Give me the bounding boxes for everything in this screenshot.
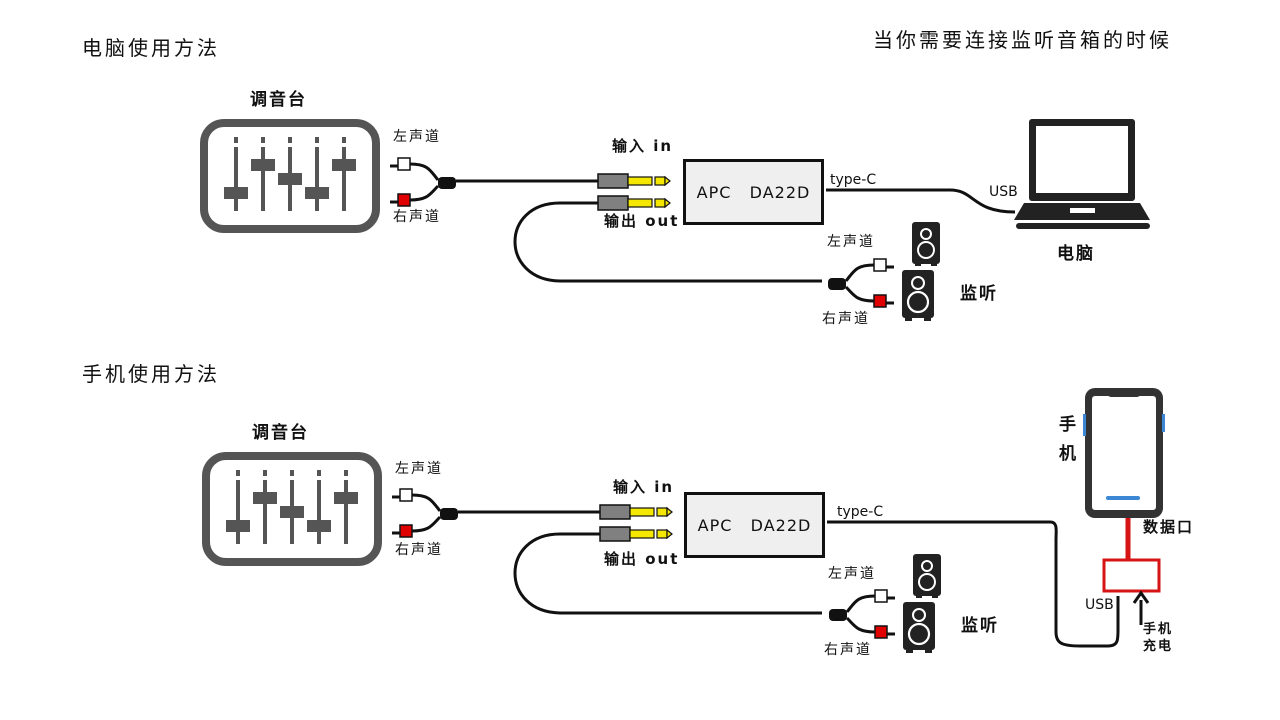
usb-label-2: USB [1085, 597, 1114, 613]
top-right-title: 当你需要连接监听音箱的时候 [873, 28, 1172, 52]
speaker-left-icon [911, 221, 941, 267]
cable-output [513, 201, 822, 283]
jack-out-icon-2 [599, 526, 673, 542]
jack-in-icon [597, 173, 671, 189]
mixer-icon-2 [206, 456, 378, 562]
cable-usb-2 [827, 520, 1120, 648]
phone-label-1: 手 [1059, 415, 1078, 435]
device-label: APC DA22D [696, 182, 811, 202]
computer-label: 电脑 [1057, 244, 1095, 264]
rca-splitter-monitor-2 [827, 588, 897, 640]
monitor-left-label: 左声道 [827, 234, 875, 250]
right-channel-label-2: 右声道 [395, 542, 443, 558]
monitor-label: 监听 [960, 284, 998, 304]
monitor-right-label-2: 右声道 [824, 642, 872, 658]
phone-icon [1083, 388, 1165, 518]
output-label-2: 输出 out [604, 550, 680, 568]
mixer-icon [204, 123, 376, 229]
usb-label: USB [989, 184, 1018, 200]
monitor-label-2: 监听 [961, 616, 999, 636]
monitor-right-label: 右声道 [822, 311, 870, 327]
charge-label-2: 充电 [1143, 639, 1174, 654]
rca-splitter-input-2 [390, 487, 460, 539]
data-port-label: 数据口 [1143, 518, 1195, 536]
left-channel-label: 左声道 [393, 129, 441, 145]
laptop-icon [1014, 119, 1150, 229]
charge-label-1: 手机 [1143, 622, 1174, 637]
phone-label-2: 机 [1059, 444, 1078, 464]
cable-output-2 [513, 532, 822, 615]
rca-splitter-monitor [826, 257, 896, 309]
typec-label-2: type-C [837, 504, 884, 520]
right-channel-label: 右声道 [393, 209, 441, 225]
device-label-2: APC DA22D [697, 515, 812, 535]
speaker-right-icon-2 [901, 600, 937, 655]
apc-da22d-device-2: APC DA22D [684, 492, 825, 558]
left-channel-label-2: 左声道 [395, 461, 443, 477]
jack-out-icon [597, 195, 671, 211]
section-title-computer: 电脑使用方法 [82, 36, 220, 60]
output-label: 输出 out [604, 212, 680, 230]
cable-usb [826, 188, 1016, 214]
mixer-label: 调音台 [250, 90, 307, 110]
speaker-left-icon-2 [912, 553, 942, 599]
input-label-2: 输入 in [613, 478, 675, 496]
jack-in-icon-2 [599, 504, 673, 520]
rca-splitter-input [388, 156, 458, 208]
input-label: 输入 in [612, 137, 674, 155]
typec-label: type-C [830, 172, 877, 188]
speaker-right-icon [900, 268, 936, 323]
charge-arrow-icon [1132, 590, 1150, 625]
apc-da22d-device: APC DA22D [683, 159, 824, 225]
monitor-left-label-2: 左声道 [828, 566, 876, 582]
section-title-phone: 手机使用方法 [82, 362, 220, 386]
mixer-label-2: 调音台 [252, 423, 309, 443]
otg-adapter [1102, 558, 1161, 593]
